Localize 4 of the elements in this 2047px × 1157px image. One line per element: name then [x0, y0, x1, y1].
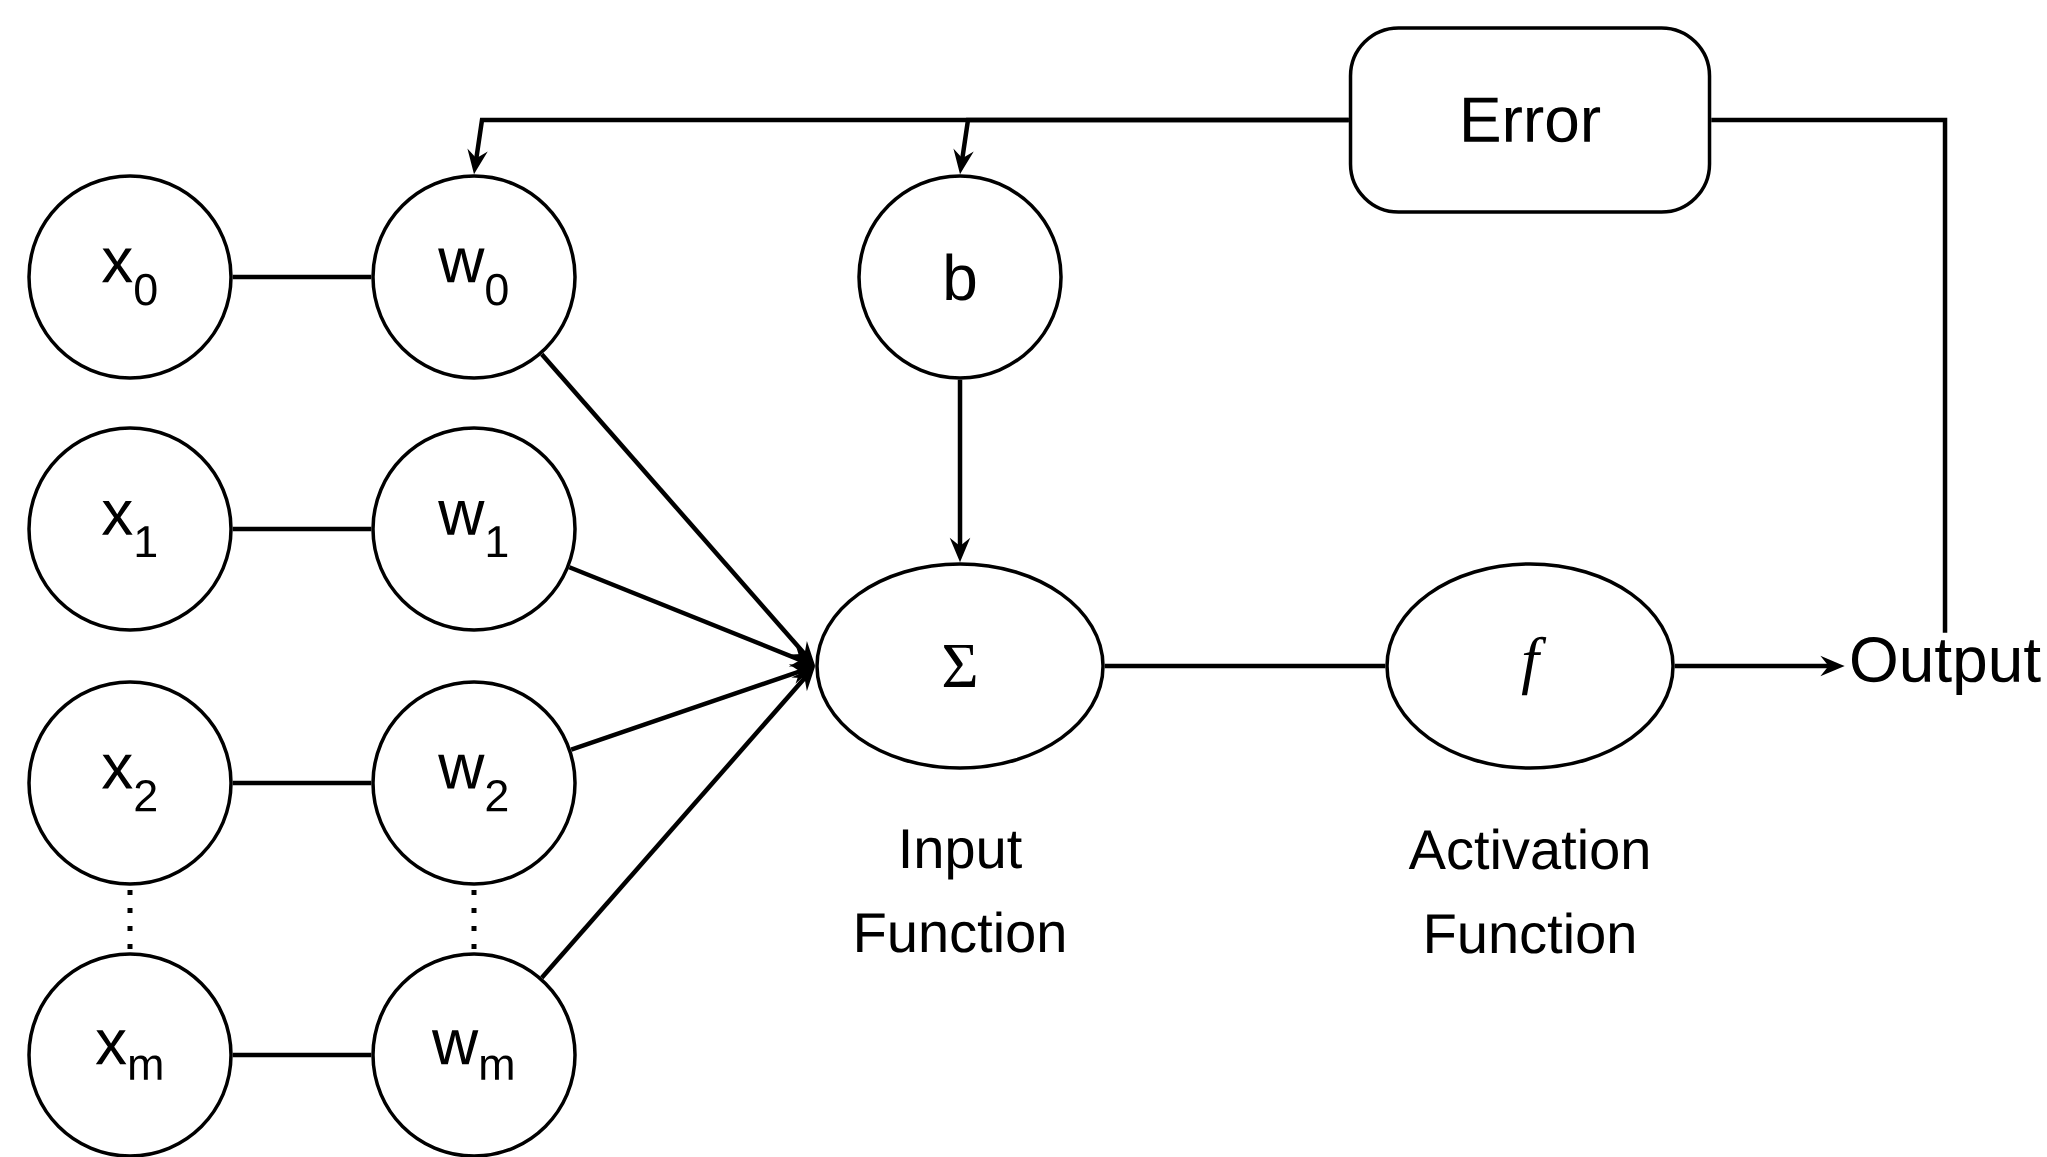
output-label: Output — [1852, 637, 2041, 695]
rounded-box: Error — [1348, 26, 1712, 214]
node-caption: Input Function — [857, 829, 1064, 953]
node-caption: Activation Function — [1408, 828, 1648, 954]
